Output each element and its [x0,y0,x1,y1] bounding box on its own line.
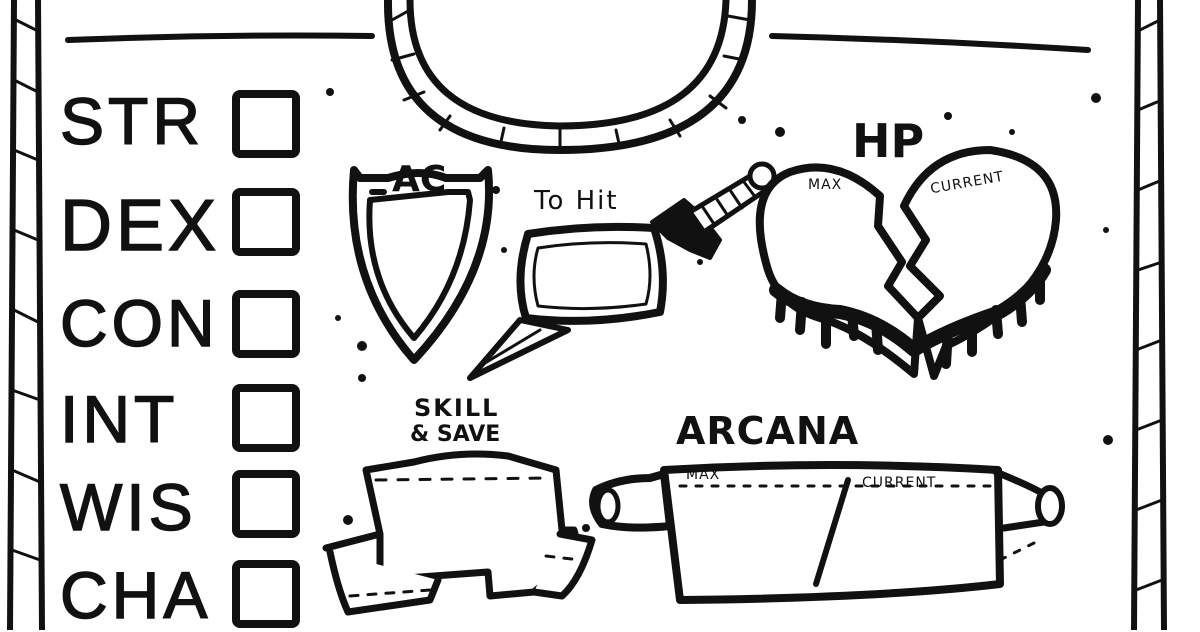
save-label: & SAVE [410,422,501,447]
stat-label-con: CON [59,286,219,360]
to-hit-field[interactable] [540,248,646,306]
skill-label: SKILL [414,394,500,422]
left-border [7,0,45,630]
shield-icon [348,166,493,364]
hp-max-label: MAX [808,177,843,193]
hp-current-field[interactable] [934,196,1034,276]
to-hit-label: To Hit [534,186,619,216]
armor-class-label: AC [392,159,447,200]
stat-box-dex[interactable] [232,188,300,256]
top-line-left [65,32,375,43]
hp-label: HP [852,114,925,168]
stat-label-str: STR [59,84,204,158]
arcana-max-label: MAX [686,467,721,483]
portrait-frame [383,0,756,155]
right-border [1131,0,1167,630]
scroll-icon [589,461,1065,604]
stat-label-dex: DEX [59,186,221,266]
armor-class-field[interactable] [380,210,450,300]
top-line-right [769,33,1091,53]
stat-box-wis[interactable] [232,470,300,538]
heart-icon [755,146,1061,380]
arcana-current-label: CURRENT [862,475,937,491]
stat-label-wis: WIS [59,470,197,544]
stat-box-cha[interactable] [232,560,300,628]
banner-icon [322,450,596,616]
skill-save-field[interactable] [384,484,550,564]
stat-label-cha: CHA [59,558,212,632]
stat-box-str[interactable] [232,90,300,158]
ink-splatter [326,88,1113,532]
stat-label-int: INT [59,382,179,456]
dagger-icon [467,161,777,381]
arcana-max-field[interactable] [684,492,814,582]
arcana-current-field[interactable] [850,500,990,580]
stat-box-con[interactable] [232,290,300,358]
hp-max-field[interactable] [780,200,870,280]
arcana-label: ARCANA [676,409,860,453]
stat-box-int[interactable] [232,384,300,452]
